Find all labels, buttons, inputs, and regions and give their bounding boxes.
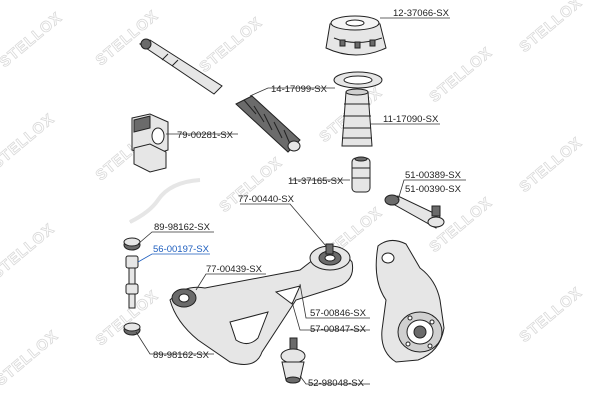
watermark-text: STELLOX — [196, 14, 265, 76]
watermark-text: STELLOX — [0, 9, 66, 71]
watermark-text: STELLOX — [516, 0, 585, 56]
boot-ring-part — [333, 71, 383, 89]
part-labels: 12-37066-SX 14-17099-SX 11-17090-SX 79-0… — [153, 8, 462, 389]
stabilizer-link-part — [125, 255, 139, 309]
leader-control-arm-left — [195, 273, 266, 291]
label-link-bushing-bottom[interactable]: 89-98162-SX — [153, 350, 210, 361]
watermark-text: STELLOX — [0, 110, 58, 172]
label-stabilizer-bushing[interactable]: 79-00281-SX — [177, 130, 234, 141]
label-boot[interactable]: 11-17090-SX — [383, 114, 439, 125]
tie-rod-end-part — [384, 194, 445, 229]
label-control-arm-left[interactable]: 77-00439-SX — [206, 264, 263, 275]
link-bushing-top-part — [123, 237, 141, 251]
bump-stop-part — [351, 156, 371, 193]
watermark-text: STELLOX — [216, 154, 285, 216]
label-ball-joint[interactable]: 52-98048-SX — [308, 378, 365, 389]
watermark-text: STELLOX — [0, 327, 62, 389]
watermark-text: STELLOX — [92, 287, 161, 349]
ball-joint-part — [280, 337, 306, 384]
leader-tie-rod-end — [397, 179, 466, 201]
leader-arm-bushing-a — [299, 283, 370, 319]
label-stabilizer-link[interactable]: 56-00197-SX — [153, 244, 210, 255]
steering-knuckle-part — [375, 240, 445, 363]
leader-tie-rod — [249, 87, 335, 97]
label-link-bushing-top[interactable]: 89-98162-SX — [154, 222, 211, 233]
watermark-text: STELLOX — [426, 44, 495, 106]
watermark-text: STELLOX — [92, 7, 161, 69]
label-strut-mount[interactable]: 12-37066-SX — [393, 8, 450, 19]
leader-ball-joint — [299, 375, 370, 385]
dust-boot-part — [341, 88, 373, 147]
watermark-text: STELLOX — [516, 284, 585, 346]
label-tie-rod-end-a[interactable]: 51-00389-SX — [405, 170, 462, 181]
steering-boot-part — [235, 95, 301, 153]
stabilizer-bar-part — [129, 178, 201, 224]
watermark-text: STELLOX — [0, 220, 58, 282]
label-tie-rod[interactable]: 14-17099-SX — [271, 84, 328, 95]
label-control-arm[interactable]: 77-00440-SX — [238, 194, 295, 205]
watermark-text: STELLOX — [516, 134, 585, 196]
leader-stabilizer-link — [137, 253, 210, 263]
strut-mount-part — [325, 15, 387, 56]
leader-lines — [135, 17, 466, 385]
label-arm-bushing-a[interactable]: 57-00846-SX — [310, 308, 367, 319]
leader-arm-bushing-b — [291, 301, 370, 331]
inner-tie-rod-part — [138, 38, 223, 95]
leader-control-arm — [240, 203, 327, 247]
stabilizer-bushing-part — [131, 113, 169, 173]
label-tie-rod-end-b[interactable]: 51-00390-SX — [405, 184, 462, 195]
link-bushing-bottom-part — [123, 322, 141, 336]
leader-link-bushing-bottom — [135, 331, 214, 355]
label-arm-bushing-b[interactable]: 57-00847-SX — [310, 324, 367, 335]
leader-link-bushing-top — [137, 231, 214, 245]
label-bump-stop[interactable]: 11-37165-SX — [288, 176, 344, 187]
lower-control-arm-part — [169, 243, 354, 365]
